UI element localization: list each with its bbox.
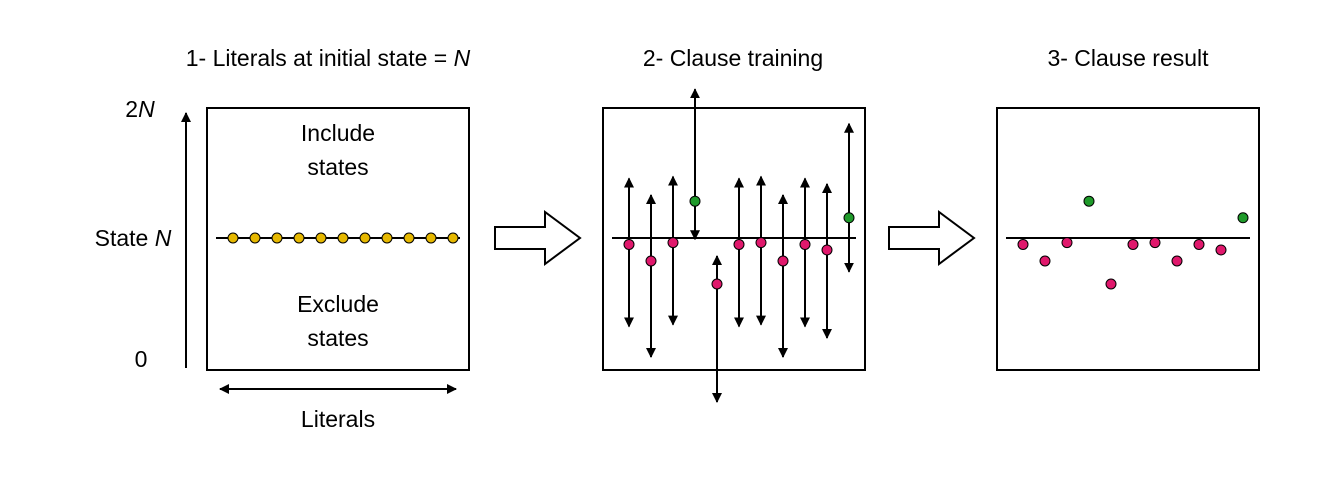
exclude-literal-dot xyxy=(821,244,833,256)
include-label-2: states xyxy=(307,154,368,180)
include-literal-dot xyxy=(843,212,855,224)
exclude-result-dot xyxy=(1215,244,1227,256)
literal-dot xyxy=(249,232,261,244)
include-result-dot xyxy=(1237,212,1249,224)
literal-dot xyxy=(337,232,349,244)
exclude-literal-dot xyxy=(799,238,811,250)
exclude-literal-dot xyxy=(755,237,767,249)
exclude-result-dot xyxy=(1193,238,1205,250)
exclude-result-dot xyxy=(1171,255,1183,267)
exclude-result-dot xyxy=(1061,237,1073,249)
exclude-literal-dot xyxy=(777,255,789,267)
transition-arrow-2 xyxy=(888,210,976,266)
panel1-box xyxy=(206,107,470,371)
exclude-result-dot xyxy=(1039,255,1051,267)
exclude-result-dot xyxy=(1105,278,1117,290)
literal-dot xyxy=(227,232,239,244)
include-result-dot xyxy=(1083,195,1095,207)
literal-dot xyxy=(447,232,459,244)
exclude-result-dot xyxy=(1149,237,1161,249)
literal-dot xyxy=(359,232,371,244)
literal-dot xyxy=(403,232,415,244)
panel2-box xyxy=(602,107,866,371)
transition-arrow-1 xyxy=(494,210,582,266)
panel3-result-dots xyxy=(1017,195,1249,290)
y-label-top: 2N xyxy=(125,96,155,122)
literal-dot xyxy=(315,232,327,244)
exclude-literal-dot xyxy=(623,238,635,250)
literal-dot xyxy=(381,232,393,244)
exclude-literal-dot xyxy=(645,255,657,267)
exclude-literal-dot xyxy=(667,237,679,249)
panel3-box xyxy=(996,107,1260,371)
panel2-title: 2- Clause training xyxy=(643,45,823,71)
panel1-literal-dots xyxy=(227,232,459,244)
include-label-1: Include xyxy=(301,120,375,146)
panel2-training-marks xyxy=(623,88,855,403)
exclude-result-dot xyxy=(1017,238,1029,250)
y-label-mid: State N xyxy=(95,225,172,251)
exclude-literal-dot xyxy=(733,238,745,250)
exclude-result-dot xyxy=(1127,238,1139,250)
exclude-literal-dot xyxy=(711,278,723,290)
literal-dot xyxy=(271,232,283,244)
y-label-bottom: 0 xyxy=(135,346,148,372)
literal-dot xyxy=(293,232,305,244)
x-label-literals: Literals xyxy=(301,406,375,432)
panel3-title: 3- Clause result xyxy=(1047,45,1209,71)
panel1-title: 1- Literals at initial state = N xyxy=(186,45,471,71)
literal-dot xyxy=(425,232,437,244)
include-literal-dot xyxy=(689,195,701,207)
exclude-label-1: Exclude xyxy=(297,291,379,317)
exclude-label-2: states xyxy=(307,325,368,351)
